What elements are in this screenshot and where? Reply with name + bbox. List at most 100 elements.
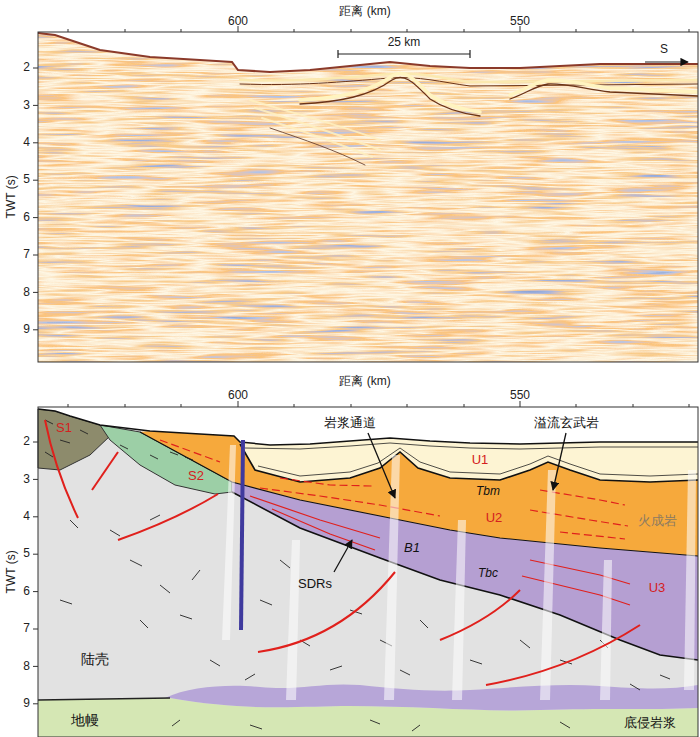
- tick-label: 8: [23, 286, 30, 300]
- reflector: [240, 74, 698, 82]
- region-label: 火成岩: [638, 514, 677, 529]
- region-label: 陆壳: [81, 651, 109, 667]
- unit-label: U3: [649, 581, 666, 596]
- tick-label: 2: [23, 435, 30, 449]
- tick-label: 4: [23, 136, 30, 150]
- reflector: [300, 73, 480, 112]
- direction-label: S: [660, 43, 668, 57]
- reflector: [510, 84, 698, 99]
- leader-arrows: [334, 433, 566, 572]
- callout-label: 溢流玄武岩: [534, 416, 599, 431]
- seismic-texture: [38, 32, 698, 362]
- callout-label: 岩浆通道: [324, 416, 376, 431]
- tick-label: 3: [23, 99, 30, 113]
- axis-title: 距离 (km): [339, 375, 390, 389]
- crust-fill: [38, 407, 698, 737]
- dike: [239, 440, 245, 630]
- moho-line: [38, 698, 170, 700]
- panel-ground: [38, 32, 698, 362]
- reflectors: [240, 73, 698, 165]
- unit-label: U1: [472, 453, 489, 468]
- leader-arrow: [334, 540, 352, 572]
- sdr-reflector: [250, 496, 380, 538]
- tick-label: 2: [23, 61, 30, 75]
- axis-title: TWT (s): [5, 550, 19, 593]
- texture-dashes: [120, 445, 193, 460]
- tick-label: 5: [23, 173, 30, 187]
- horizons: [38, 409, 698, 660]
- tick-label: 600: [228, 15, 248, 29]
- tick-label: 9: [23, 697, 30, 711]
- lava-reflector: [560, 532, 625, 539]
- horizon-label: B1: [404, 541, 420, 556]
- tick-label: 600: [228, 389, 248, 403]
- unit-label: U2: [486, 511, 503, 526]
- tick-label: 5: [23, 547, 30, 561]
- unit-label: S2: [188, 469, 204, 484]
- sdr-reflector: [270, 128, 365, 165]
- sediment-layer: [258, 448, 698, 476]
- conduit-band: [540, 470, 556, 700]
- faults: [45, 420, 640, 685]
- tick-label: 7: [23, 248, 30, 262]
- fault: [486, 625, 640, 685]
- x-ticks: [68, 401, 689, 407]
- tick-label: 9: [23, 323, 30, 337]
- texture-dashes: [60, 515, 670, 731]
- scale-label: 25 km: [388, 36, 421, 50]
- water-column: [38, 407, 698, 445]
- seafloor: [38, 33, 698, 72]
- horizon-label: Tbc: [478, 567, 498, 581]
- axis-title: TWT (s): [5, 175, 19, 218]
- reflector: [300, 77, 480, 116]
- fault: [440, 590, 520, 640]
- tick-label: 8: [23, 660, 30, 674]
- tick-label: 4: [23, 510, 30, 524]
- reflector: [240, 78, 698, 86]
- fault: [258, 572, 395, 652]
- conduit-band: [684, 470, 696, 690]
- axis-ticks: [33, 26, 689, 330]
- sdr-reflector: [522, 576, 630, 605]
- panel-frame: [38, 32, 698, 362]
- y-ticks: [33, 442, 38, 704]
- texture-dashes: [45, 420, 88, 457]
- tick-label: 7: [23, 622, 30, 636]
- panel-frame: [38, 407, 698, 737]
- direction-arrow: [645, 61, 688, 62]
- tick-label: 3: [23, 473, 30, 487]
- callout-label: SDRs: [298, 577, 332, 592]
- conduit-band: [222, 445, 236, 640]
- tick-label: 6: [23, 585, 30, 599]
- tick-label: 550: [510, 15, 530, 29]
- horizon-label: Tbm: [476, 485, 500, 499]
- lava-reflector: [530, 510, 628, 526]
- fault: [45, 420, 78, 518]
- axis-ticks: [33, 401, 689, 704]
- leader-arrow: [553, 433, 566, 490]
- conduit-band: [286, 540, 300, 700]
- unit-label: S1: [56, 421, 72, 436]
- sdr-reflector: [262, 118, 372, 157]
- conduit-band: [452, 520, 466, 700]
- sdr-reflectors: [250, 496, 630, 605]
- scale-bar: [338, 50, 470, 58]
- magma-conduits: [222, 445, 696, 700]
- axis-title: 距离 (km): [339, 5, 390, 19]
- lava-reflector: [260, 488, 440, 516]
- x-ticks: [68, 26, 689, 32]
- tbm-horizon: [240, 444, 698, 482]
- region-label: 地幔: [71, 712, 99, 728]
- y-ticks: [33, 68, 38, 330]
- fault: [118, 494, 218, 540]
- conduit-band: [600, 560, 612, 700]
- tbc-horizon: [232, 492, 698, 660]
- sediment-layer: [245, 443, 698, 449]
- tick-label: 6: [23, 211, 30, 225]
- sdr-reflector: [272, 509, 375, 550]
- leader-arrow: [368, 433, 395, 498]
- region-label: 底侵岩浆: [624, 716, 676, 731]
- lava-reflector: [280, 478, 372, 486]
- unit-boundary: [140, 432, 698, 556]
